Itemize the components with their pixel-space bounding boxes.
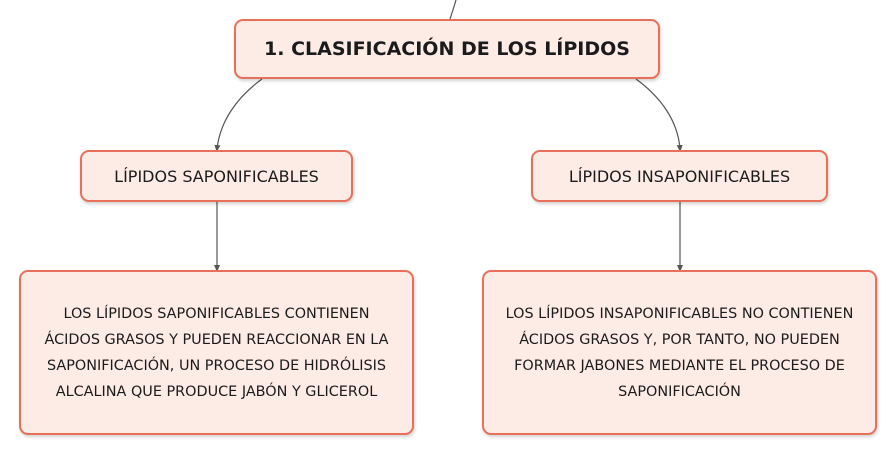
- subtopic-saponificables-node[interactable]: LÍPIDOS SAPONIFICABLES: [80, 150, 353, 202]
- subtopic-insaponificables-node[interactable]: LÍPIDOS INSAPONIFICABLES: [531, 150, 828, 202]
- saponificables-description-text: LOS LÍPIDOS SAPONIFICABLES CONTIENEN ÁCI…: [44, 305, 389, 400]
- saponificables-description-node[interactable]: LOS LÍPIDOS SAPONIFICABLES CONTIENEN ÁCI…: [19, 270, 414, 435]
- insaponificables-description-node[interactable]: LOS LÍPIDOS INSAPONIFICABLES NO CONTIENE…: [482, 270, 877, 435]
- connector-root-to-left-branch: [214, 78, 263, 152]
- connector-parent-to-root: [449, 0, 457, 20]
- root-topic-node[interactable]: 1. CLASIFICACIÓN DE LOS LÍPIDOS: [234, 19, 660, 79]
- subtopic-saponificables-label: LÍPIDOS SAPONIFICABLES: [114, 166, 319, 186]
- subtopic-insaponificables-label: LÍPIDOS INSAPONIFICABLES: [568, 166, 791, 186]
- connector-root-to-right-branch: [635, 78, 683, 152]
- insaponificables-description-text: LOS LÍPIDOS INSAPONIFICABLES NO CONTIENE…: [505, 305, 854, 400]
- root-topic-label: 1. CLASIFICACIÓN DE LOS LÍPIDOS: [264, 38, 630, 60]
